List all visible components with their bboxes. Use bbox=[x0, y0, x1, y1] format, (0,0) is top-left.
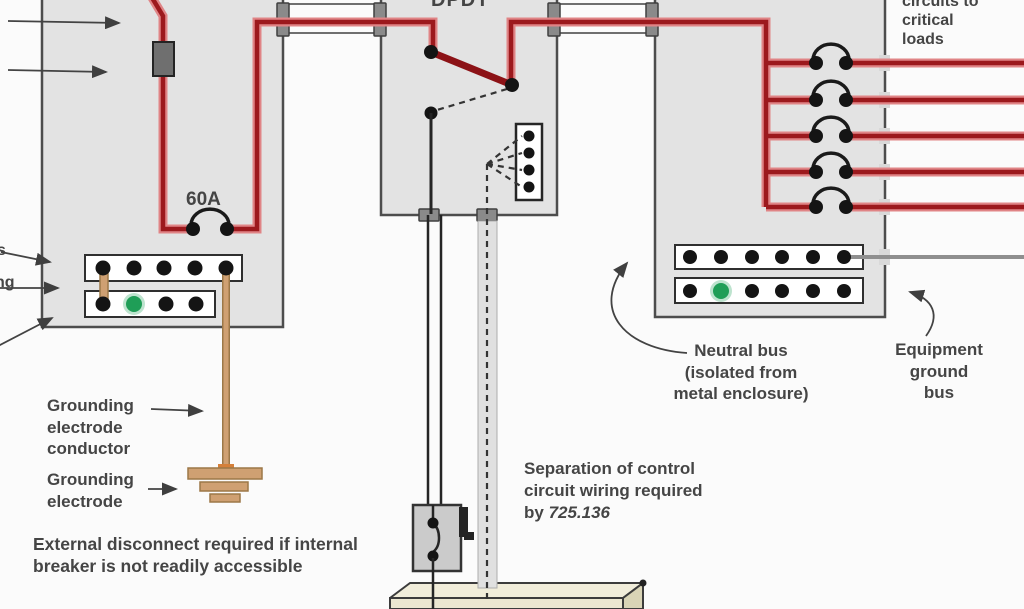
code-section-reference: 725.136 bbox=[548, 503, 611, 522]
power-wiring bbox=[148, 0, 1024, 234]
bus-terminals bbox=[95, 250, 851, 315]
external-disconnect-switch bbox=[411, 503, 474, 573]
control-terminal-strip bbox=[486, 122, 544, 202]
annotation-arrows bbox=[0, 16, 935, 496]
grounding-electrode-label: Grounding electrode bbox=[47, 470, 134, 511]
dpdt-switch bbox=[424, 45, 519, 120]
neutral-bus-label: Neutral bus (isolated from metal enclosu… bbox=[673, 341, 809, 403]
clipped-label-fragment-top: s bbox=[0, 242, 6, 259]
generator-feed-wires bbox=[426, 113, 443, 505]
branch-breaker-symbols bbox=[809, 42, 853, 214]
separation-note-text: Separation of control circuit wiring req… bbox=[524, 459, 703, 522]
equipment-ground-bus-label: Equipment ground bus bbox=[895, 340, 983, 402]
green-ground-terminal bbox=[713, 283, 729, 299]
raceway-lines bbox=[284, 3, 654, 34]
service-main-breaker bbox=[152, 41, 175, 77]
generator-box bbox=[389, 579, 647, 609]
grounding-electrode-conductor-label: Grounding electrode conductor bbox=[47, 396, 134, 458]
disconnect-handle bbox=[459, 507, 468, 537]
external-disconnect-note: External disconnect required if internal… bbox=[33, 534, 358, 576]
breaker-rating-label: 60A bbox=[186, 189, 221, 210]
control-wiring-conduit bbox=[477, 164, 498, 600]
dpdt-label: DPDT bbox=[431, 0, 490, 11]
critical-loads-label: circuits to critical loads bbox=[902, 0, 979, 48]
separation-note: Separation of control circuit wiring req… bbox=[524, 436, 703, 524]
green-ground-terminal bbox=[126, 296, 142, 312]
grounding-electrode-symbol bbox=[187, 464, 263, 503]
loads-panel-equipment-ground-bus bbox=[674, 277, 864, 304]
loads-panel-neutral-bus bbox=[674, 244, 864, 270]
60a-breaker-symbol bbox=[186, 207, 234, 236]
clipped-label-fragment-bottom: ng bbox=[0, 274, 15, 291]
